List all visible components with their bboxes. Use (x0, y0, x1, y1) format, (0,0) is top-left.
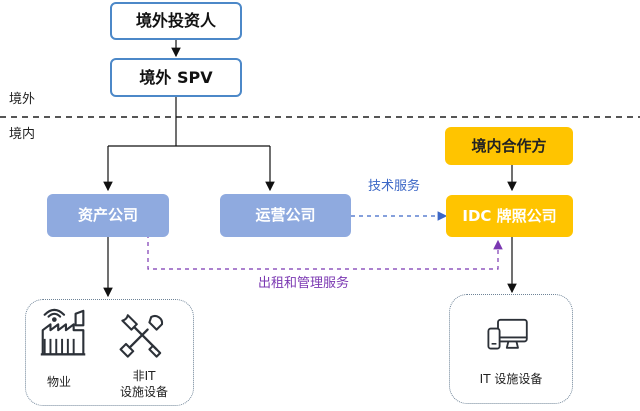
property-and-facilities-box (25, 299, 194, 406)
computer-monitor-phone-icon (487, 318, 528, 350)
factory-icon (40, 308, 86, 356)
lease-management-service-arrow (147, 234, 503, 270)
idc-license-company-node: IDC 牌照公司 (446, 195, 573, 237)
domestic-region-label: 境内 (9, 127, 36, 142)
asset-company-node: 资产公司 (47, 194, 169, 237)
tech-service-label: 技术服务 (368, 179, 421, 194)
property-caption: 物业 (46, 375, 71, 389)
lease-management-service-label: 出租和管理服务 (258, 276, 350, 291)
spv-to-operating-companies-connector (108, 97, 270, 147)
overseas-spv-node: 境外 SPV (110, 58, 242, 97)
operating-company-node: 运营公司 (220, 194, 351, 237)
overseas-investor-node: 境外投资人 (110, 2, 242, 40)
non-it-facilities-caption-line1: 非IT (132, 369, 156, 383)
non-it-facilities-caption-line2: 设施设备 (119, 385, 168, 399)
domestic-partner-node: 境内合作方 (445, 127, 573, 165)
overseas-region-label: 境外 (9, 92, 36, 107)
tools-icon (119, 314, 164, 358)
it-facilities-box (449, 294, 573, 404)
it-facilities-caption: IT 设施设备 (479, 372, 543, 386)
